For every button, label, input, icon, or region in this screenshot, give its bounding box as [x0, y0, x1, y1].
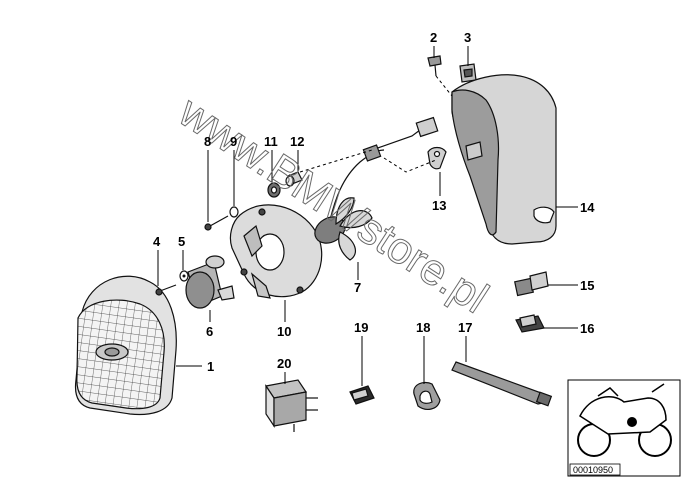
part-7-electric-fan [314, 116, 439, 261]
callout-labels: 1 2 3 4 5 6 7 8 9 10 11 12 13 14 15 16 1… [153, 30, 595, 374]
part-5-washer [179, 270, 189, 282]
part-19-holder [349, 385, 375, 405]
part-11-rubber-mount [267, 182, 281, 198]
callout-20: 20 [277, 356, 291, 371]
part-15-temperature-switch [514, 271, 549, 297]
part-20-relay [264, 379, 318, 432]
part-14-radiator-cover [451, 74, 557, 245]
callout-5: 5 [178, 234, 185, 249]
part-1-fan-grille [74, 275, 177, 416]
callout-9: 9 [230, 134, 237, 149]
callout-18: 18 [416, 320, 430, 335]
callout-17: 17 [458, 320, 472, 335]
callout-4: 4 [153, 234, 161, 249]
location-thumbnail: 00010950 [567, 379, 681, 477]
part-3-clip-nut [459, 63, 477, 83]
callout-13: 13 [432, 198, 446, 213]
callout-8: 8 [204, 134, 211, 149]
callout-2: 2 [430, 30, 437, 45]
callout-11: 11 [264, 134, 278, 149]
part-16-connector [515, 314, 545, 333]
callout-6: 6 [206, 324, 213, 339]
part-17-cable-tie [451, 361, 553, 407]
callout-14: 14 [580, 200, 595, 215]
callout-12: 12 [290, 134, 304, 149]
part-9-washer [229, 206, 239, 218]
part-18-cable-clip [413, 381, 441, 410]
leader-lines [157, 46, 578, 386]
part-4-screw [155, 284, 177, 296]
callout-15: 15 [580, 278, 594, 293]
callout-10: 10 [277, 324, 291, 339]
part-12-bush [285, 171, 303, 187]
part-8-screw [204, 215, 229, 231]
part-10-fan-housing [229, 204, 323, 299]
motorcycle-icon [577, 383, 672, 457]
callout-19: 19 [354, 320, 368, 335]
part-13-clamp [427, 146, 447, 170]
callout-3: 3 [464, 30, 471, 45]
callout-16: 16 [580, 321, 594, 336]
callout-7: 7 [354, 280, 361, 295]
catalog-code: 00010950 [573, 465, 613, 475]
callout-1: 1 [207, 359, 214, 374]
part-2-bolt [427, 55, 442, 77]
part-6-fan-motor [185, 255, 235, 309]
